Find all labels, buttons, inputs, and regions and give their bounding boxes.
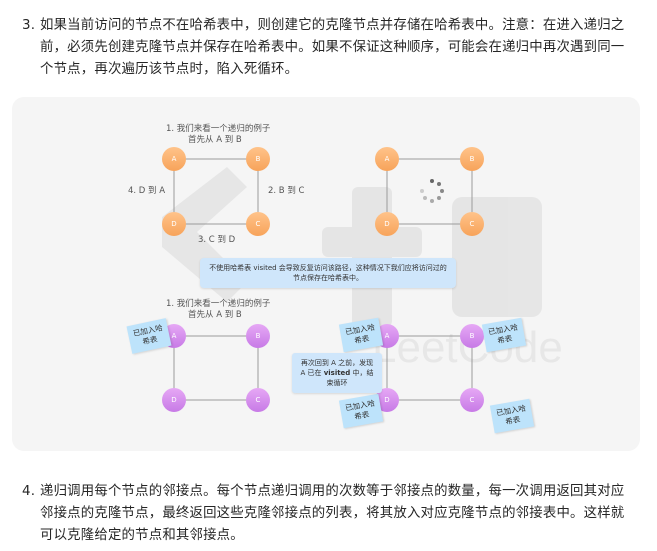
- step-number: 3.: [22, 18, 36, 33]
- recursion-illustration: LeetCode 1. 我们来看一个递归的例子 首先从 A: [12, 97, 640, 451]
- caption-top-left-1: 1. 我们来看一个递归的例子: [166, 124, 271, 134]
- node-b: B: [460, 324, 484, 348]
- step-text: 如果当前访问的节点不在哈希表中，则创建它的克隆节点并存储在哈希表中。注意：在进入…: [40, 18, 625, 77]
- step-text: 递归调用每个节点的邻接点。每个节点递归调用的次数等于邻接点的数量，每一次调用返回…: [40, 484, 625, 543]
- node-d: D: [162, 388, 186, 412]
- callout-text-post: 中，结束循环: [326, 369, 374, 387]
- node-c: C: [246, 212, 270, 236]
- loading-spinner-icon: [417, 177, 447, 207]
- visited-hash-note: 不使用哈希表 visited 会导致反复访问该路径，这种情况下我们应将访问过的节…: [200, 258, 456, 288]
- sticker-text: 已加入哈希表: [344, 398, 376, 422]
- edge-label-d-to-a: 4. D 到 A: [128, 186, 166, 196]
- paragraph-step-4: 4. 递归调用每个节点的邻接点。每个节点递归调用的次数等于邻接点的数量，每一次调…: [22, 481, 634, 547]
- caption-top-left-2: 首先从 A 到 B: [188, 135, 242, 145]
- added-to-hash-sticker-c: 已加入哈希表: [489, 398, 535, 434]
- node-c: C: [460, 388, 484, 412]
- added-to-hash-sticker-a: 已加入哈希表: [338, 317, 384, 353]
- note-text: 不使用哈希表 visited 会导致反复访问该路径，这种情况下我们应将访问过的节…: [209, 264, 447, 282]
- callout-text-pre: 再次回到 A 之前，发现 A 已在: [300, 359, 374, 377]
- node-d: D: [162, 212, 186, 236]
- edge-label-b-to-c: 2. B 到 C: [268, 186, 305, 196]
- paragraph-step-3: 3. 如果当前访问的节点不在哈希表中，则创建它的克隆节点并存储在哈希表中。注意：…: [22, 15, 634, 81]
- sticker-text: 已加入哈希表: [487, 322, 519, 346]
- sticker-text: 已加入哈希表: [132, 323, 164, 347]
- caption-bottom-left-1: 1. 我们来看一个递归的例子: [166, 299, 271, 309]
- node-a: A: [162, 147, 186, 171]
- node-c: C: [460, 212, 484, 236]
- added-to-hash-sticker: 已加入哈希表: [126, 318, 172, 354]
- caption-bottom-left-2: 首先从 A 到 B: [188, 310, 242, 320]
- step-number: 4.: [22, 484, 36, 499]
- callout-text-bold: visited: [323, 369, 351, 377]
- node-b: B: [460, 147, 484, 171]
- sticker-text: 已加入哈希表: [495, 403, 527, 427]
- node-b: B: [246, 147, 270, 171]
- added-to-hash-sticker-d: 已加入哈希表: [338, 393, 384, 429]
- edge-label-c-to-d: 3. C 到 D: [198, 235, 236, 245]
- sticker-text: 已加入哈希表: [344, 322, 376, 346]
- revisit-a-note: 再次回到 A 之前，发现 A 已在 visited 中，结束循环: [292, 353, 382, 393]
- added-to-hash-sticker-b: 已加入哈希表: [481, 317, 527, 353]
- node-c: C: [246, 388, 270, 412]
- node-b: B: [246, 324, 270, 348]
- node-a: A: [375, 147, 399, 171]
- node-d: D: [375, 212, 399, 236]
